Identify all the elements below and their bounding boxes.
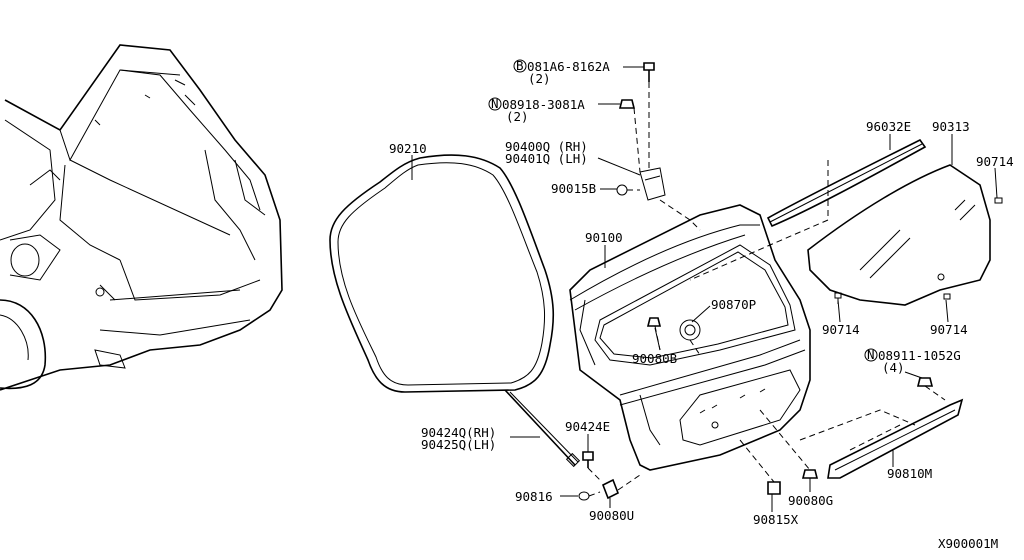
label-nut2: 08911-1052G	[878, 348, 961, 363]
weatherstrip-drawing	[329, 154, 555, 393]
bolt-prefix-circle	[513, 59, 527, 73]
label-glass-clip-top: 90714	[976, 154, 1014, 169]
label-clip-b: 90080B	[632, 351, 677, 366]
label-finisher-clip: 90815X	[753, 512, 799, 527]
label-nut2-qty: (4)	[882, 360, 905, 375]
label-cap: 90816	[515, 489, 553, 504]
nut-prefix: N	[491, 96, 499, 111]
diagram-id: X900001M	[938, 536, 998, 551]
label-clip-u: 90080U	[589, 508, 634, 523]
label-nut: 08918-3081A	[502, 97, 585, 112]
label-hinge-lh: 90401Q (LH)	[505, 151, 588, 166]
leader-lines	[411, 66, 998, 512]
label-finisher: 90810M	[887, 466, 932, 481]
part-labels: B 081A6-8162A (2) N 08918-3081A (2) 9040…	[389, 58, 1014, 551]
label-nut-qty: (2)	[506, 109, 529, 124]
label-glass-clip-left: 90714	[822, 322, 860, 337]
stay-drawing	[504, 389, 581, 468]
label-glass-clip-right: 90714	[930, 322, 968, 337]
nut2-prefix-circle	[864, 348, 878, 362]
label-hinge-rh: 90400Q (RH)	[505, 139, 588, 154]
label-back-door: 90100	[585, 230, 623, 245]
finisher-drawing	[827, 398, 964, 479]
label-bolt: 081A6-8162A	[527, 59, 610, 74]
label-stay-rh: 90424Q(RH)	[421, 425, 496, 440]
label-ball-stud: 90424E	[565, 419, 610, 434]
label-stay-lh: 90425Q(LH)	[421, 437, 496, 452]
label-bumper-rubber: 90870P	[711, 297, 756, 312]
nut-prefix-circle	[488, 97, 502, 111]
back-door-drawing	[569, 204, 811, 471]
label-weatherstrip: 90210	[389, 141, 427, 156]
assembly-lines	[587, 82, 946, 497]
label-bolt-qty: (2)	[528, 71, 551, 86]
label-glass: 90313	[932, 119, 970, 134]
nut2-prefix: N	[867, 347, 875, 362]
spoiler-seal-drawing	[766, 138, 927, 228]
vehicle-body-drawing	[0, 44, 283, 391]
label-spoiler-seal: 96032E	[866, 119, 911, 134]
bolt-prefix: B	[516, 58, 524, 73]
label-bolt-small: 90015B	[551, 181, 596, 196]
back-glass-drawing	[807, 164, 991, 306]
label-clip-g: 90080G	[788, 493, 833, 508]
